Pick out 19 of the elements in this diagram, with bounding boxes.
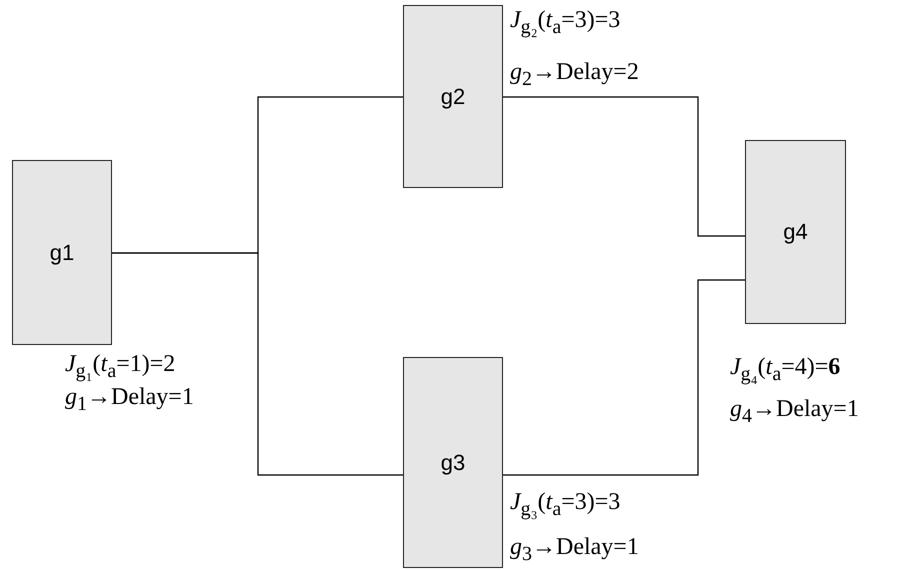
formula-text: g$_{1}$→Delay=1 — [65, 385, 194, 414]
node-label: g3 — [440, 450, 466, 476]
process-box — [403, 5, 503, 188]
process-box — [745, 140, 846, 324]
formula-text: g$_{4}$→Delay=1 — [730, 397, 859, 426]
formula-text: J$_{g₁}$(t$_{a}$=1)=2 — [65, 352, 176, 381]
node-label: g1 — [50, 240, 74, 266]
formula-text: J$_{g₃}$(t$_{a}$=3)=3 — [510, 490, 620, 519]
formula-text: J$_{g₄}$(t$_{a}$=4)=6 — [730, 355, 840, 384]
formula-text: g$_{2}$→Delay=2 — [510, 60, 639, 89]
connector-line — [503, 96, 745, 237]
process-box — [403, 357, 503, 568]
process-box — [12, 160, 112, 345]
formula-text: J$_{g₂}$(t$_{a}$=3)=3 — [510, 8, 620, 37]
node-label: g2 — [440, 84, 466, 110]
node-label: g4 — [783, 219, 808, 245]
connector-line — [112, 252, 403, 476]
connector-line — [503, 279, 745, 476]
formula-text: g$_{3}$→Delay=1 — [510, 535, 639, 564]
